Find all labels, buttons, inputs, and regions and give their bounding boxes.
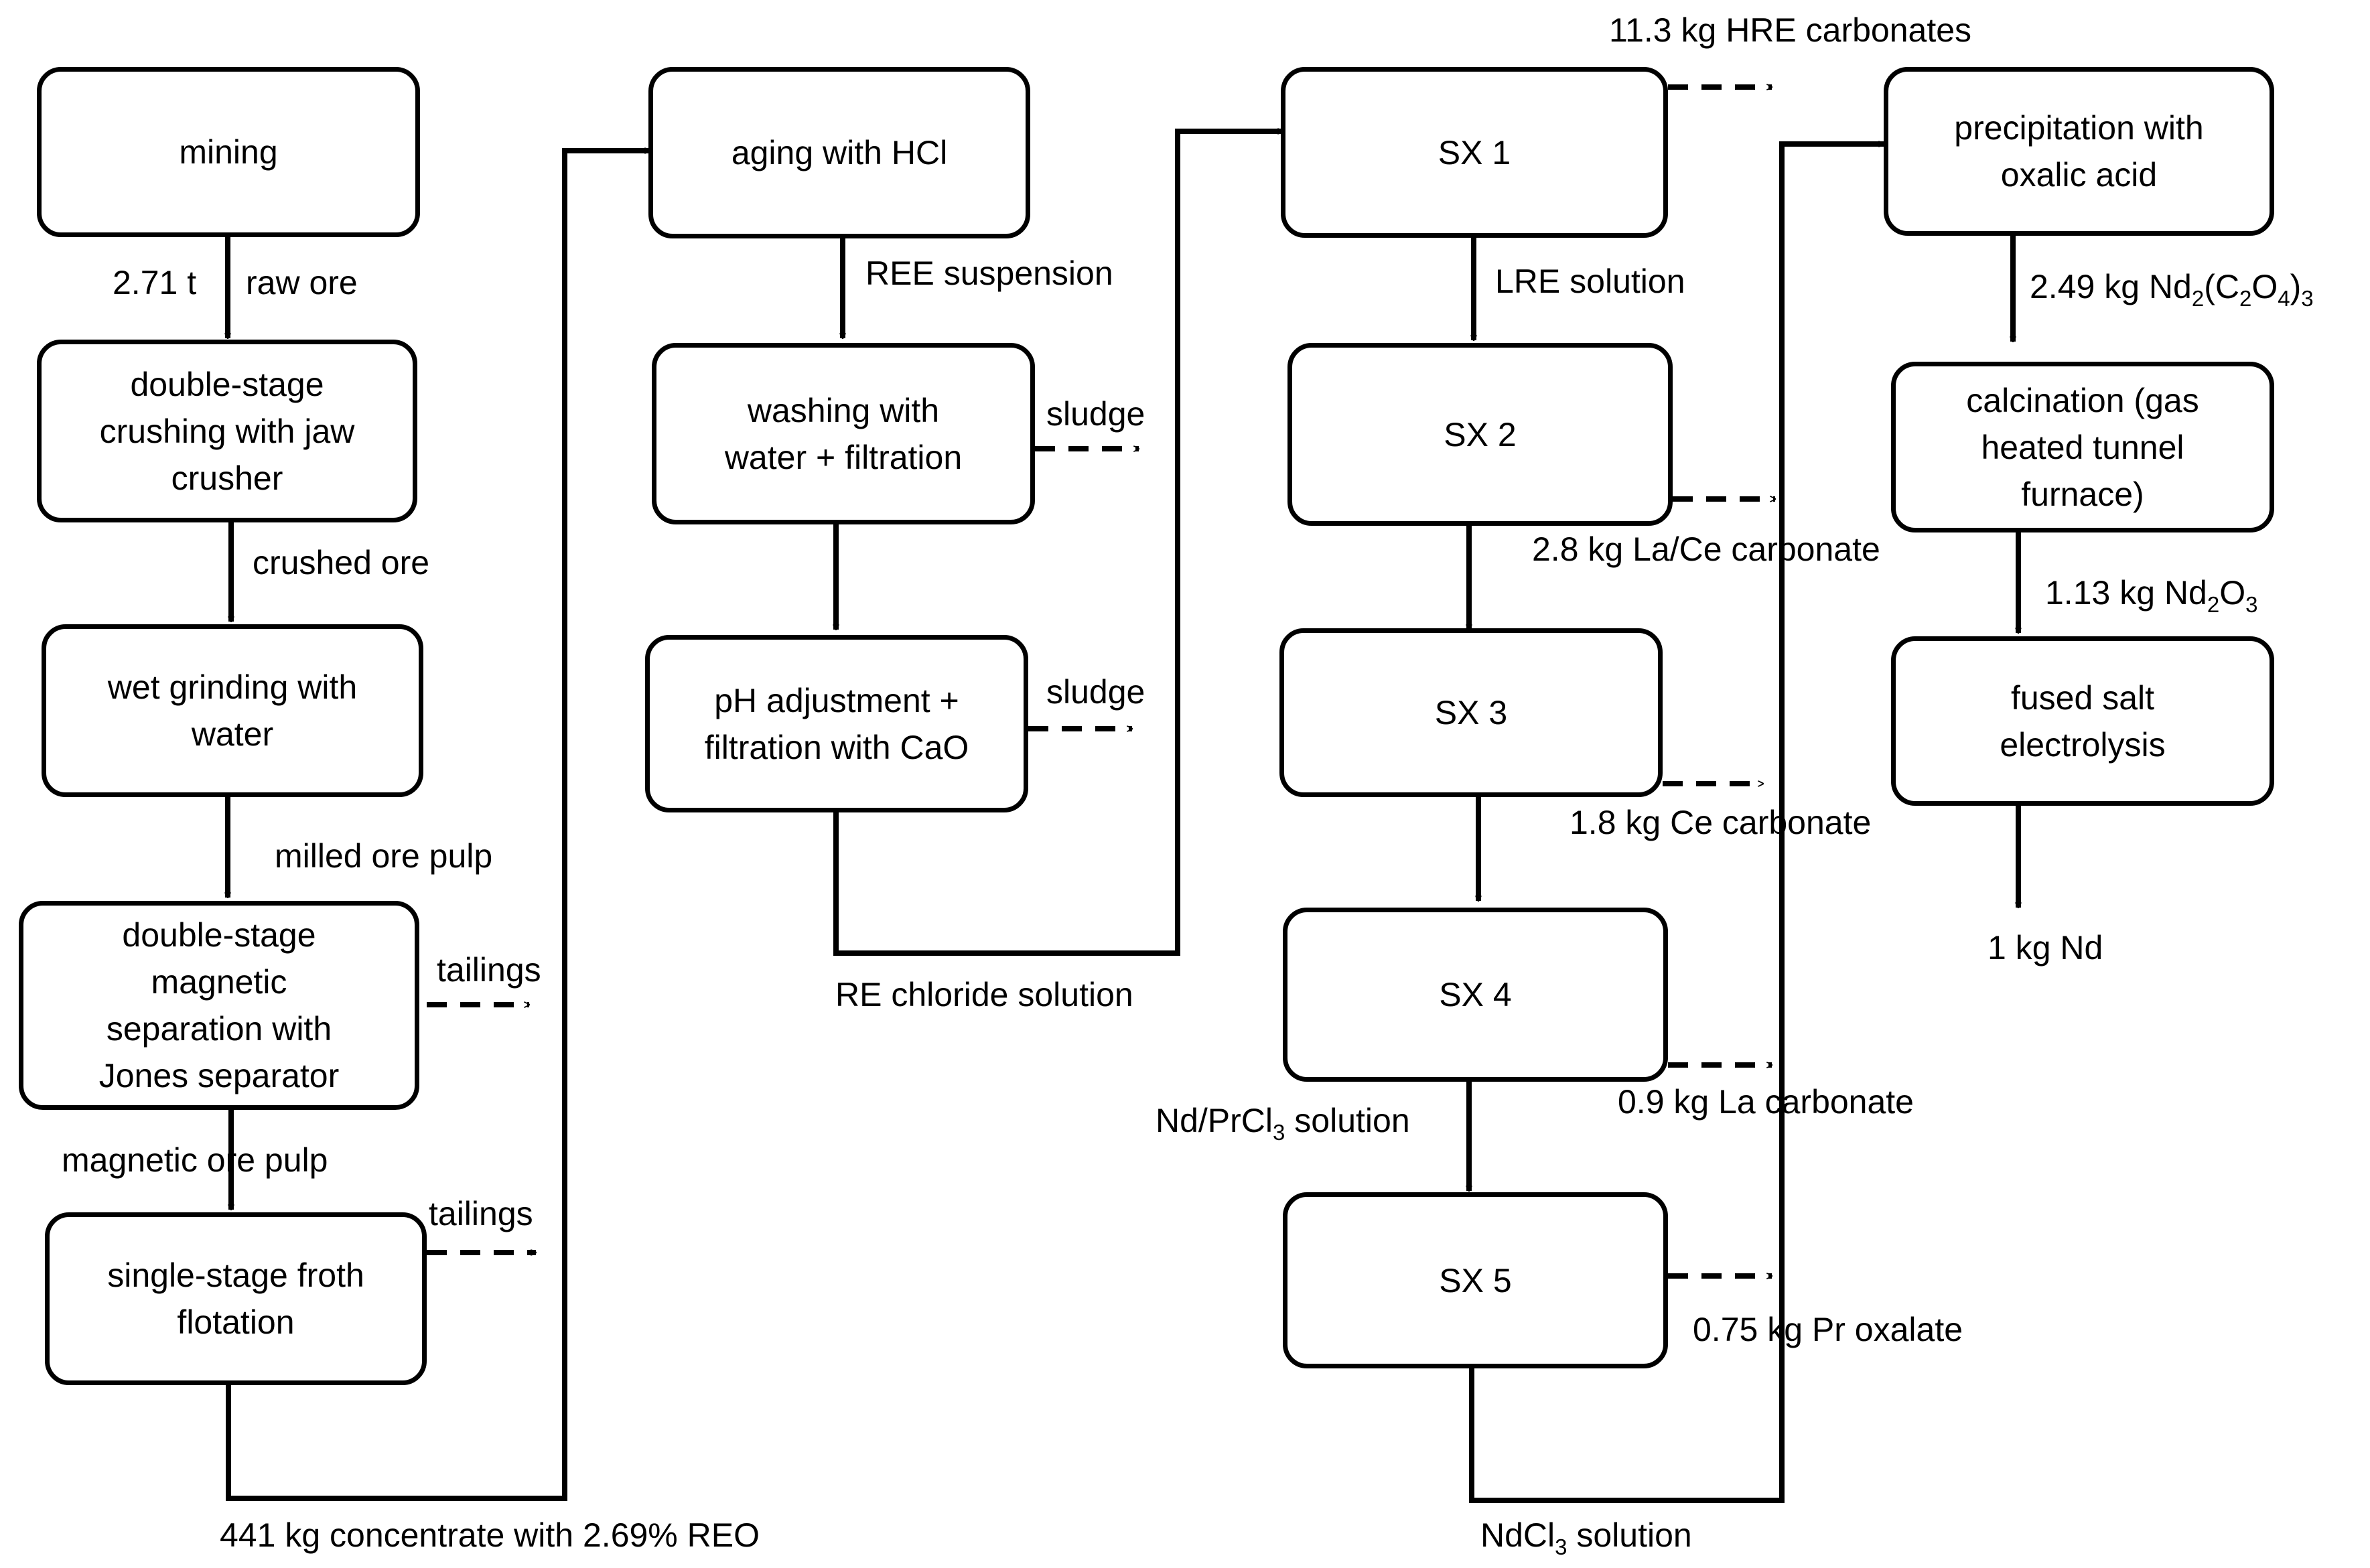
label-tailings-2: tailings	[429, 1195, 533, 1232]
step-mining-text: mining	[179, 133, 278, 171]
label-hre-carbonates: 11.3 kg HRE carbonates	[1609, 11, 1972, 49]
label-ree-suspension: REE suspension	[865, 255, 1113, 292]
label-nd-oxide: 1.13 kg Nd2O3	[2045, 573, 2257, 616]
label-nd-oxalate: 2.49 kg Nd2(C2O4)3	[2030, 267, 2314, 309]
step-electrolysis-text: fused salt electrolysis	[2000, 679, 2166, 764]
step-sx4-text: SX 4	[1439, 976, 1512, 1013]
ndpr-subscript: 3	[1273, 1120, 1285, 1145]
step-mining: mining	[37, 67, 420, 237]
step-magnetic-separation: double-stage magnetic separation with Jo…	[19, 901, 419, 1110]
step-aging: aging with HCl	[648, 67, 1030, 238]
step-sx4: SX 4	[1283, 908, 1668, 1082]
label-ndcl3-solution: NdCl3 solution	[1480, 1515, 1692, 1558]
oxide-mid: O	[2219, 574, 2246, 612]
oxalate-sub-1: 2	[2191, 286, 2205, 311]
oxide-sub-1: 2	[2207, 592, 2220, 617]
step-ph-adjustment-text: pH adjustment + filtration with CaO	[704, 681, 969, 766]
oxalate-sub-4: 3	[2301, 286, 2314, 311]
label-crushed-ore: crushed ore	[253, 544, 430, 581]
step-sx2-text: SX 2	[1444, 415, 1517, 453]
label-tailings-1: tailings	[437, 951, 541, 989]
arrow-sx5-precipitation	[1469, 144, 1884, 1503]
step-sx2: SX 2	[1287, 343, 1673, 526]
step-washing-text: washing with water + filtration	[724, 391, 963, 476]
step-crushing: double-stage crushing with jaw crusher	[37, 340, 417, 522]
oxalate-mid-3: )	[2290, 268, 2302, 305]
step-calcination: calcination (gas heated tunnel furnace)	[1891, 362, 2274, 532]
oxalate-sub-2: 2	[2239, 286, 2252, 311]
oxalate-mid-2: O	[2251, 268, 2278, 305]
ndcl-subscript: 3	[1555, 1535, 1567, 1559]
step-crushing-text: double-stage crushing with jaw crusher	[99, 365, 355, 497]
label-ndpr-solution: Nd/PrCl3 solution	[1156, 1100, 1410, 1143]
label-sludge-2: sludge	[1046, 673, 1145, 711]
step-precipitation: precipitation with oxalic acid	[1884, 67, 2274, 236]
step-sx5-text: SX 5	[1439, 1261, 1512, 1299]
oxalate-text: 2.49 kg Nd	[2030, 268, 2192, 305]
ndcl-suffix: solution	[1567, 1516, 1692, 1554]
oxide-sub-2: 3	[2245, 592, 2258, 617]
step-sx5: SX 5	[1283, 1192, 1668, 1368]
label-la-carbonate: 0.9 kg La carbonate	[1618, 1083, 1914, 1121]
label-raw-ore: raw ore	[246, 264, 358, 301]
step-sx3: SX 3	[1279, 628, 1663, 797]
oxalate-sub-3: 4	[2278, 286, 2290, 311]
step-calcination-text: calcination (gas heated tunnel furnace)	[1966, 381, 2199, 513]
label-magnetic-ore-pulp: magnetic ore pulp	[62, 1141, 328, 1179]
step-sx3-text: SX 3	[1434, 694, 1508, 731]
step-sx1: SX 1	[1281, 67, 1668, 238]
step-froth-flotation: single-stage froth flotation	[45, 1212, 427, 1385]
step-ph-adjustment: pH adjustment + filtration with CaO	[645, 635, 1028, 812]
arrow-flotation-aging	[226, 151, 650, 1501]
label-la-ce-carbonate: 2.8 kg La/Ce carbonate	[1532, 530, 1880, 568]
label-lre-solution: LRE solution	[1495, 263, 1685, 300]
label-concentrate: 441 kg concentrate with 2.69% REO	[220, 1516, 760, 1554]
step-magnetic-separation-text: double-stage magnetic separation with Jo…	[98, 916, 340, 1094]
step-wet-grinding-text: wet grinding with water	[107, 668, 358, 753]
label-sludge-1: sludge	[1046, 395, 1145, 433]
ndpr-suffix: solution	[1285, 1102, 1410, 1139]
step-washing: washing with water + filtration	[652, 343, 1035, 524]
step-wet-grinding: wet grinding with water	[42, 624, 423, 797]
step-aging-text: aging with HCl	[731, 134, 948, 171]
ndcl-text: NdCl	[1480, 1516, 1555, 1554]
label-pr-oxalate: 0.75 kg Pr oxalate	[1693, 1311, 1963, 1348]
label-nd-final: 1 kg Nd	[1988, 929, 2103, 967]
oxalate-mid-1: (C	[2204, 268, 2239, 305]
label-re-chloride: RE chloride solution	[835, 976, 1133, 1013]
arrow-ph-sx1	[833, 131, 1283, 956]
label-ce-carbonate: 1.8 kg Ce carbonate	[1570, 804, 1872, 841]
oxide-text: 1.13 kg Nd	[2045, 574, 2207, 612]
step-precipitation-text: precipitation with oxalic acid	[1954, 109, 2204, 194]
label-ore-amount: 2.71 t	[113, 264, 197, 301]
step-sx1-text: SX 1	[1438, 133, 1511, 171]
step-froth-flotation-text: single-stage froth flotation	[107, 1257, 364, 1341]
step-electrolysis: fused salt electrolysis	[1891, 636, 2274, 806]
label-milled-ore-pulp: milled ore pulp	[275, 837, 493, 875]
ndpr-text: Nd/PrCl	[1156, 1102, 1273, 1139]
